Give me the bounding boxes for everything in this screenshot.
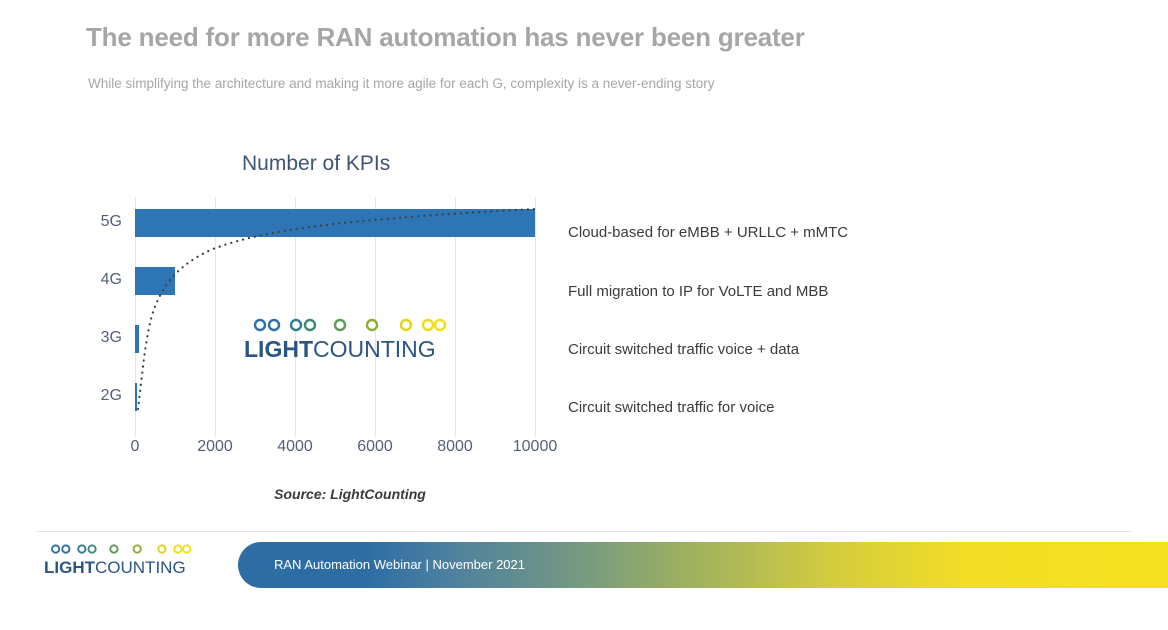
- plot-area: [135, 197, 537, 431]
- gridline: [215, 197, 216, 431]
- x-tick-label: 10000: [512, 438, 558, 455]
- complexity-trend-curve: [136, 207, 537, 411]
- x-tick-mark: [135, 431, 136, 437]
- gridline: [455, 197, 456, 431]
- annotation-4g: Full migration to IP for VoLTE and MBB: [568, 283, 829, 300]
- x-tick-mark: [295, 431, 296, 437]
- footer-lightcounting-logo: LIGHTCOUNTING: [44, 542, 210, 584]
- bar-3g: [135, 325, 139, 353]
- y-tick-label: 2G: [100, 387, 122, 404]
- x-tick-mark: [215, 431, 216, 437]
- y-tick-label: 4G: [100, 271, 122, 288]
- brand-name-light: COUNTING: [95, 558, 186, 577]
- lightcounting-dots-icon: [246, 318, 448, 332]
- lightcounting-watermark: LIGHTCOUNTING: [244, 316, 450, 362]
- x-tick-label: 6000: [357, 438, 393, 455]
- annotation-3g: Circuit switched traffic voice + data: [568, 341, 800, 358]
- y-axis: 5G 4G 3G 2G: [60, 197, 122, 431]
- annotation-2g: Circuit switched traffic for voice: [568, 399, 775, 416]
- bar-4g: [135, 267, 175, 295]
- bar-5g: [135, 209, 535, 237]
- page-subtitle: While simplifying the architecture and m…: [88, 76, 715, 91]
- gridline: [295, 197, 296, 431]
- lightcounting-wordmark: LIGHTCOUNTING: [44, 558, 210, 578]
- bar-2g: [135, 383, 137, 411]
- x-tick-mark: [455, 431, 456, 437]
- x-tick-mark: [375, 431, 376, 437]
- lightcounting-wordmark: LIGHTCOUNTING: [244, 336, 450, 363]
- x-tick-label: 2000: [197, 438, 233, 455]
- footer-divider: [36, 531, 1132, 532]
- y-tick-label: 3G: [100, 329, 122, 346]
- y-tick-label: 5G: [100, 213, 122, 230]
- gridline: [535, 197, 536, 431]
- source-note: Source: LightCounting: [274, 486, 426, 502]
- x-axis: 0 2000 4000 6000 8000 10000: [0, 438, 1168, 464]
- footer-caption: RAN Automation Webinar | November 2021: [274, 557, 525, 572]
- x-tick-label: 8000: [437, 438, 473, 455]
- chart-title: Number of KPIs: [242, 152, 391, 175]
- x-tick-mark: [535, 431, 536, 437]
- gridline: [135, 197, 136, 431]
- brand-name-light: COUNTING: [313, 336, 436, 362]
- footer: LIGHTCOUNTING: [0, 532, 1168, 630]
- annotation-5g: Cloud-based for eMBB + URLLC + mMTC: [568, 224, 849, 241]
- brand-name-bold: LIGHT: [244, 336, 313, 362]
- x-tick-label: 0: [130, 438, 140, 455]
- brand-name-bold: LIGHT: [44, 558, 95, 577]
- page-title: The need for more RAN automation has nev…: [86, 22, 805, 52]
- gridline: [375, 197, 376, 431]
- footer-gradient-bar: [238, 542, 1168, 588]
- lightcounting-dots-icon: [45, 544, 193, 554]
- x-tick-label: 4000: [277, 438, 313, 455]
- kpi-chart: Number of KPIs 5G 4G 3G 2G 0 2000 4000: [0, 152, 1168, 464]
